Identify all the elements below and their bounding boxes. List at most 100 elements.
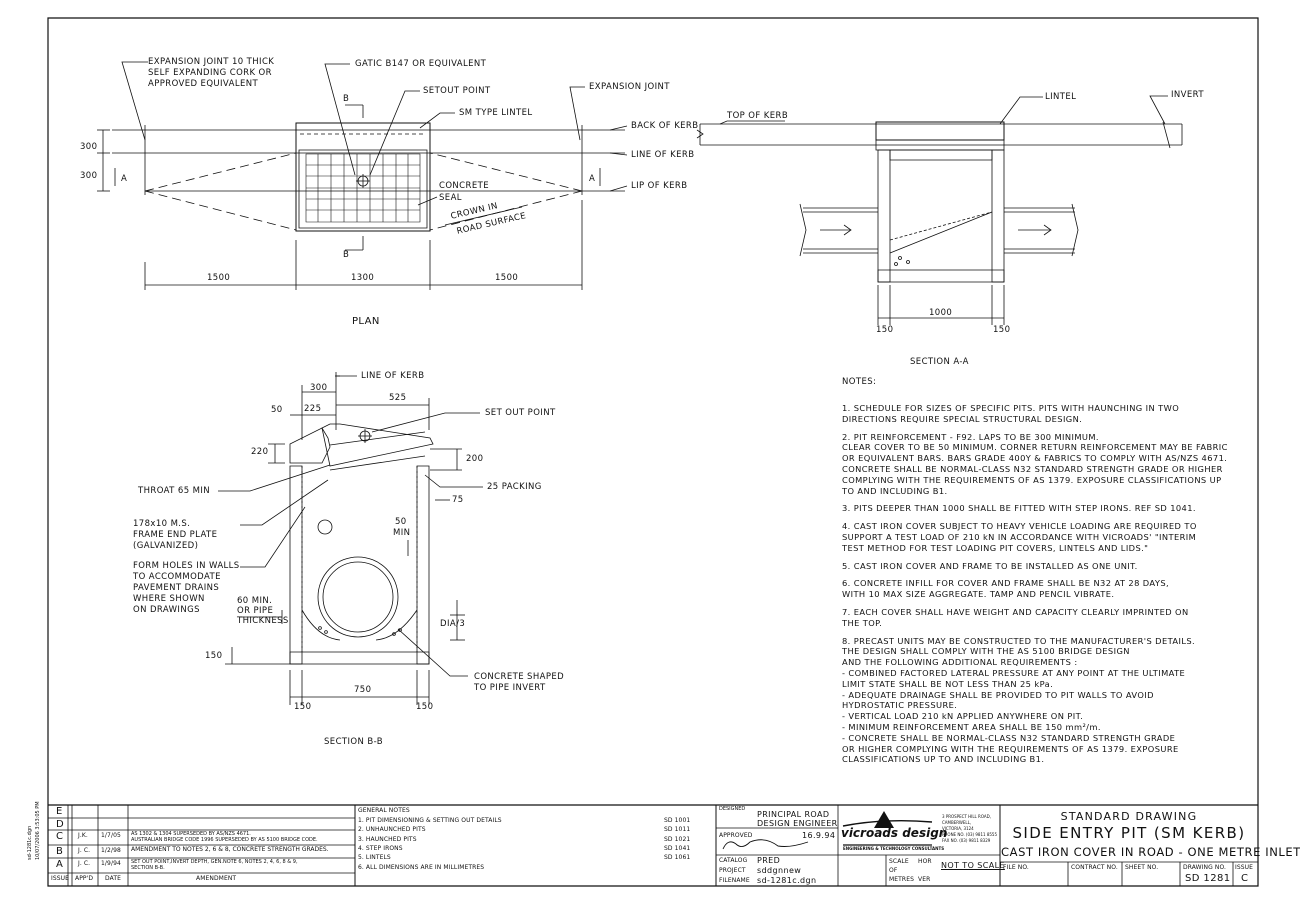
bb-dim-300: 300 bbox=[310, 383, 328, 393]
logo-tagline: ENGINEERING & TECHNOLOGY CONSULTANTS bbox=[843, 846, 945, 851]
grate-grid bbox=[306, 154, 420, 222]
logo-address-line: VICTORIA, 3124 bbox=[942, 826, 974, 831]
amend-text: AS 1302 & 1304 SUPERSEDED BY AS/NZS 4671… bbox=[131, 831, 251, 837]
drawing-kind: STANDARD DRAWING bbox=[1060, 810, 1198, 823]
note-8-line-7: HYDROSTATIC PRESSURE. bbox=[842, 700, 958, 711]
amend-text: SET OUT POINT,INVERT DEPTH, GEN.NOTE 6, … bbox=[131, 859, 298, 865]
general-note-item: 1. PIT DIMENSIONING & SETTING OUT DETAIL… bbox=[358, 817, 502, 824]
general-notes-heading: GENERAL NOTES bbox=[358, 807, 410, 814]
amend-issue: E bbox=[56, 806, 63, 817]
amend-appd: J. C. bbox=[78, 847, 91, 854]
contract-no-label: CONTRACT NO. bbox=[1071, 864, 1118, 871]
bb-label-holes-l4: WHERE SHOWN bbox=[133, 594, 205, 604]
note-4-line-3: TEST METHOD FOR TEST LOADING PIT COVERS,… bbox=[842, 542, 1149, 553]
bb-label-frame-l3: (GALVANIZED) bbox=[133, 541, 199, 551]
note-8-line-11: OR HIGHER COMPLYING WITH THE REQUIREMENT… bbox=[842, 743, 1179, 754]
plan-view bbox=[97, 62, 627, 290]
bb-label-packing: 25 PACKING bbox=[487, 482, 542, 492]
plan-title: PLAN bbox=[352, 316, 380, 327]
note-8-line-9: - MINIMUM REINFORCEMENT AREA SHALL BE 15… bbox=[842, 722, 1101, 732]
logo-address-line: PHONE NO. (03) 9811 8555 bbox=[942, 832, 997, 837]
plan-section-a-left: A bbox=[121, 174, 128, 184]
note-4-line-1: 4. CAST IRON COVER SUBJECT TO HEAVY VEHI… bbox=[842, 521, 1197, 532]
aa-dim-150-left: 150 bbox=[876, 325, 894, 335]
scale-of-label: OF bbox=[889, 867, 898, 874]
aa-dim-150-right: 150 bbox=[993, 325, 1011, 335]
file-stamp-name: sd-1281c.dgn bbox=[27, 825, 33, 860]
note-8-line-2: THE DESIGN SHALL COMPLY WITH THE AS 5100… bbox=[842, 646, 1130, 657]
bb-label-holes-l1: FORM HOLES IN WALLS bbox=[133, 561, 240, 571]
bb-label-holes-l5: ON DRAWINGS bbox=[133, 605, 200, 615]
note-2-line-1: 2. PIT REINFORCEMENT - F92. LAPS TO BE 3… bbox=[842, 431, 1099, 442]
note-8-line-1: 8. PRECAST UNITS MAY BE CONSTRUCTED TO T… bbox=[842, 635, 1196, 646]
logo-name: vicroads design bbox=[841, 826, 948, 840]
amend-date: 1/9/94 bbox=[101, 860, 121, 867]
amend-header-appd: APP'D bbox=[75, 875, 94, 882]
note-1-line-1: 1. SCHEDULE FOR SIZES OF SPECIFIC PITS. … bbox=[842, 403, 1180, 413]
drawing-subtitle: CAST IRON COVER IN ROAD - ONE METRE INLE… bbox=[1001, 845, 1300, 859]
plan-section-b-top: B bbox=[343, 94, 350, 104]
note-2-line-2: CLEAR COVER TO BE 50 MINIMUM. CORNER RET… bbox=[842, 442, 1228, 453]
catalog-value: PRED bbox=[757, 856, 781, 865]
scale-hor: HOR bbox=[918, 858, 932, 865]
note-2-line-6: TO AND INCLUDING B1. bbox=[842, 485, 948, 496]
designed-label: DESIGNED bbox=[719, 806, 746, 812]
bb-label-50: 50 bbox=[395, 517, 407, 527]
bb-label-pipe-thick-l2: OR PIPE bbox=[237, 606, 274, 616]
bb-label-concrete-shaped-l1: CONCRETE SHAPED bbox=[474, 672, 565, 682]
bb-dim-200: 200 bbox=[466, 454, 484, 464]
note-6-line-1: 6. CONCRETE INFILL FOR COVER AND FRAME S… bbox=[842, 578, 1170, 589]
plan-dim-1300: 1300 bbox=[351, 273, 375, 283]
note-4-line-2: SUPPORT A TEST LOAD OF 210 kN IN ACCORDA… bbox=[842, 532, 1197, 542]
note-2-line-5: COMPLYING WITH THE REQUIREMENTS OF AS 13… bbox=[842, 474, 1222, 485]
note-2-line-3: OR EQUIVALENT BARS. BARS GRADE 400Y & FA… bbox=[842, 453, 1228, 464]
amend-date: 1/7/05 bbox=[101, 832, 121, 839]
scale-ver: VER bbox=[918, 876, 931, 883]
amend-header-date: DATE bbox=[105, 875, 122, 882]
bb-label-min: MIN bbox=[393, 528, 411, 538]
logo-address-line: FAX NO. (03) 9811 8329 bbox=[942, 838, 991, 843]
note-7-line-1: 7. EACH COVER SHALL HAVE WEIGHT AND CAPA… bbox=[842, 607, 1189, 617]
bb-dim-150-right: 150 bbox=[416, 702, 434, 712]
plan-dim-300-top: 300 bbox=[80, 142, 98, 152]
amend-issue: A bbox=[56, 859, 64, 870]
amend-text: AMENDMENT TO NOTES 2, 6 & 8, CONCRETE ST… bbox=[131, 846, 329, 853]
plan-label-lip-of-kerb: LIP OF KERB bbox=[631, 181, 688, 191]
aa-title: SECTION A-A bbox=[910, 357, 969, 367]
catalog-label: CATALOG bbox=[719, 857, 748, 864]
filename-value: sd-1281c.dgn bbox=[757, 876, 817, 885]
amend-header-amendment: AMENDMENT bbox=[196, 875, 237, 882]
bb-dim-525: 525 bbox=[389, 393, 407, 403]
drawing-no-label: DRAWING NO. bbox=[1183, 864, 1227, 871]
general-note-ref: SD 1021 bbox=[664, 835, 691, 843]
plan-dim-1500-right: 1500 bbox=[495, 273, 519, 283]
plan-label-expansion-joint-10-l1: EXPANSION JOINT 10 THICK bbox=[148, 57, 275, 67]
note-8-line-12: CLASSIFICATIONS UP TO AND INCLUDING B1. bbox=[842, 754, 1045, 765]
bb-dim-150: 150 bbox=[205, 651, 223, 661]
vicroads-logo-mark bbox=[843, 811, 932, 845]
designed-value-l1: PRINCIPAL ROAD bbox=[757, 810, 830, 819]
general-note-item: 3. HAUNCHED PITS bbox=[358, 835, 417, 843]
aa-label-lintel: LINTEL bbox=[1045, 92, 1077, 102]
amend-appd: J. C. bbox=[78, 860, 91, 867]
plan-dim-300-bottom: 300 bbox=[80, 171, 98, 181]
file-no-label: FILE NO. bbox=[1003, 864, 1029, 871]
notes-heading: NOTES: bbox=[842, 377, 877, 387]
note-8-line-10: - CONCRETE SHALL BE NORMAL-CLASS N32 STA… bbox=[842, 732, 1176, 743]
section-bb-view bbox=[218, 372, 483, 705]
note-2-line-4: CONCRETE SHALL BE NORMAL-CLASS N32 STAND… bbox=[842, 464, 1223, 474]
general-note-item: 6. ALL DIMENSIONS ARE IN MILLIMETRES bbox=[358, 863, 485, 871]
amend-issue: B bbox=[56, 846, 64, 857]
general-note-item: 2. UNHAUNCHED PITS bbox=[358, 826, 426, 834]
bb-label-pipe-thick-l3: THICKNESS bbox=[237, 616, 289, 626]
general-note-item: 4. STEP IRONS bbox=[358, 844, 403, 852]
bb-dim-150-left: 150 bbox=[294, 702, 312, 712]
logo-address-line: CAMBERWELL, bbox=[942, 820, 972, 825]
title-block-lines bbox=[48, 805, 1258, 886]
bb-label-holes-l3: PAVEMENT DRAINS bbox=[133, 583, 220, 593]
bb-dim-225: 225 bbox=[304, 404, 322, 414]
plan-label-sm-type-lintel: SM TYPE LINTEL bbox=[459, 108, 533, 118]
amend-appd: J.K. bbox=[78, 832, 88, 839]
